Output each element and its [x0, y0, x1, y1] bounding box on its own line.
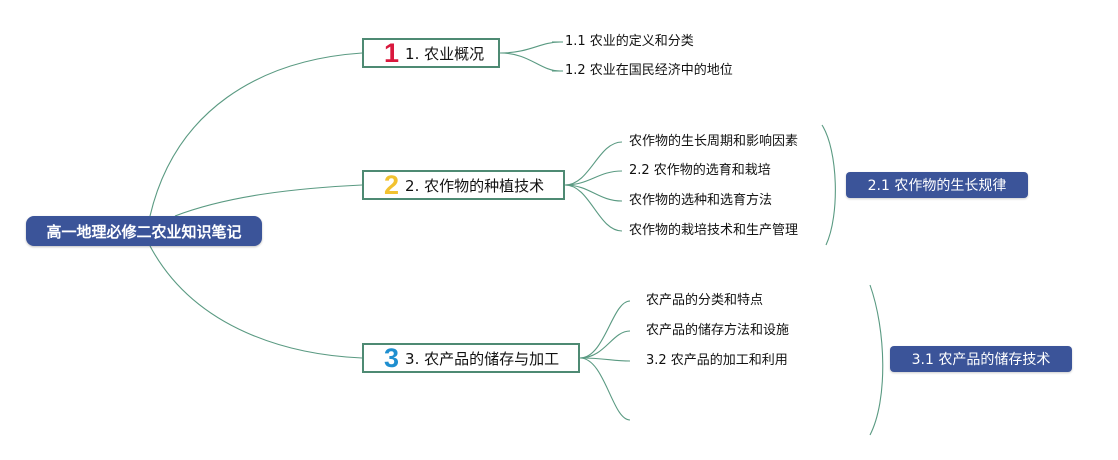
leaf-node[interactable]: 农产品的分类和特点: [646, 293, 764, 308]
branch-1-leaf-line: [499, 41, 561, 54]
root-node[interactable]: 高一地理必修二农业知识笔记: [26, 216, 262, 246]
root-title: 高一地理必修二农业知识笔记: [46, 222, 242, 241]
branch-2-leaf-line: [564, 184, 623, 202]
leaf-node[interactable]: 1.1 农业的定义和分类: [565, 34, 694, 49]
root-to-branch-1-line: [149, 52, 363, 217]
root-to-branch-3-line: [149, 245, 363, 359]
summary-node[interactable]: 2.1 农作物的生长规律: [846, 172, 1028, 198]
number-2-icon: 2: [384, 169, 400, 200]
summary-node[interactable]: 3.1 农产品的储存技术: [890, 346, 1072, 372]
leaf-node[interactable]: 1.2 农业在国民经济中的地位: [565, 63, 733, 78]
branch-node-1[interactable]: 1 1. 农业概况: [362, 38, 500, 68]
branch-label: 2. 农作物的种植技术: [405, 176, 545, 195]
number-1-icon: 1: [384, 37, 400, 68]
summary-label: 3.1 农产品的储存技术: [911, 352, 1051, 368]
branch-3-leaf-line: [579, 330, 631, 359]
leaf-node[interactable]: 农产品的储存方法和设施: [646, 323, 790, 338]
branch-3-leaf-line: [579, 300, 631, 359]
summary-bracket-3: [869, 284, 884, 436]
leaf-node[interactable]: 3.2 农产品的加工和利用: [646, 353, 788, 368]
branch-label: 3. 农产品的储存与加工: [405, 349, 560, 368]
summary-label: 2.1 农作物的生长规律: [867, 178, 1007, 194]
branch-node-2[interactable]: 2 2. 农作物的种植技术: [362, 170, 565, 200]
summary-bracket-2: [821, 124, 836, 246]
leaf-node[interactable]: 农作物的生长周期和影响因素: [629, 134, 799, 149]
number-3-icon: 3: [384, 342, 400, 373]
branch-3-leaf-line: [579, 357, 631, 421]
branch-2-leaf-line: [564, 170, 623, 186]
branch-2-leaf-line: [564, 141, 623, 186]
root-to-branch-2-line: [174, 184, 363, 217]
branch-3-leaf-line: [579, 357, 631, 362]
branch-1-leaf-line: [499, 52, 561, 72]
leaf-node[interactable]: 农作物的选种和选育方法: [629, 193, 773, 208]
leaf-node[interactable]: 农作物的栽培技术和生产管理: [629, 223, 799, 238]
branch-node-3[interactable]: 3 3. 农产品的储存与加工: [362, 343, 580, 373]
branch-2-leaf-line: [564, 184, 623, 232]
leaf-node[interactable]: 2.2 农作物的选育和栽培: [629, 163, 771, 178]
branch-label: 1. 农业概况: [405, 44, 485, 63]
